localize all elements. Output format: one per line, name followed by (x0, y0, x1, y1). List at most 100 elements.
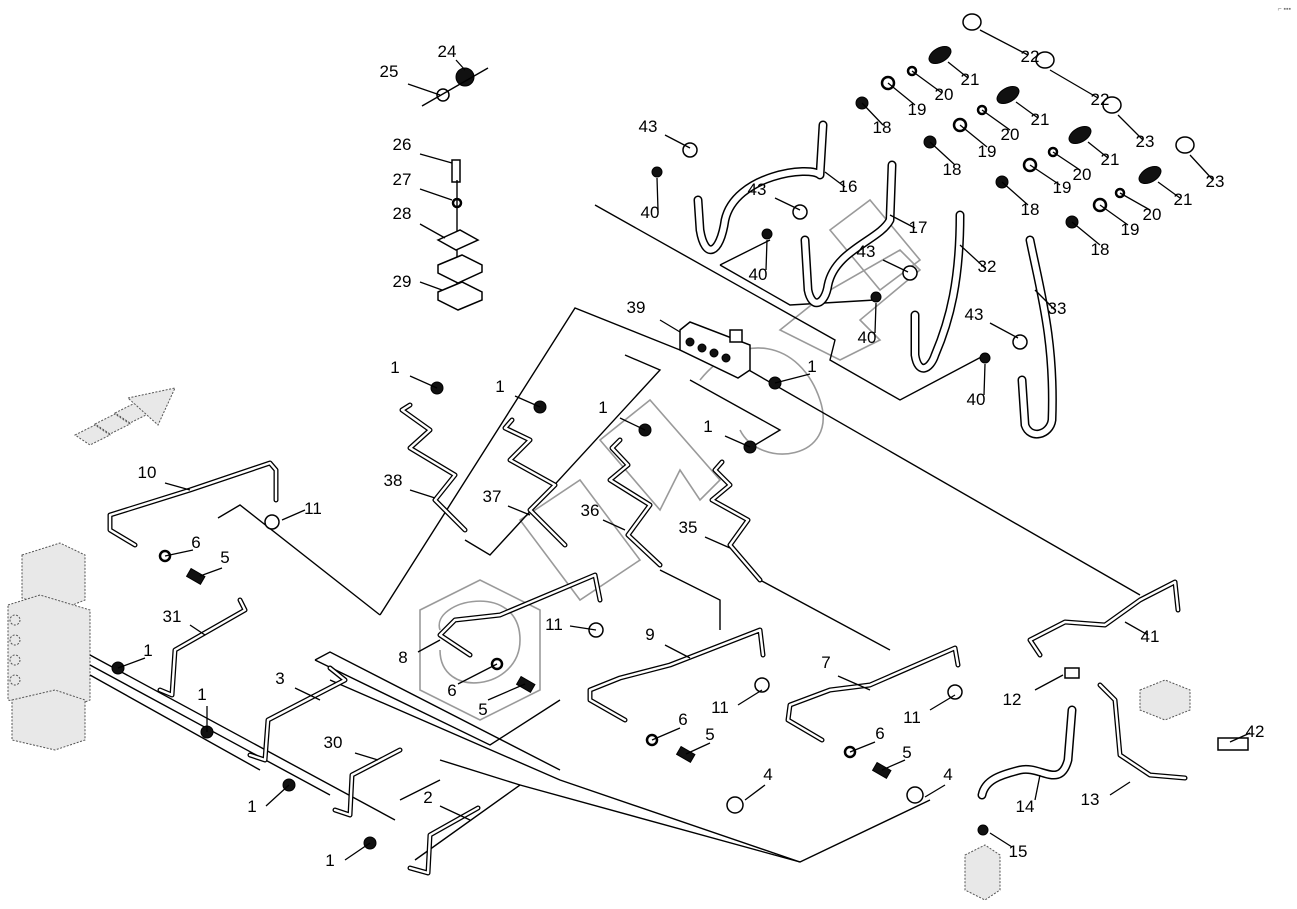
manifold-block-39 (679, 321, 751, 379)
callout-9: 9 (645, 625, 654, 644)
callout-11: 11 (711, 698, 729, 717)
leader-line (199, 567, 223, 577)
leader-line (989, 322, 1019, 339)
callout-8: 8 (398, 648, 407, 667)
callout-18: 18 (1091, 240, 1110, 259)
callout-23: 23 (1136, 132, 1155, 151)
callout-1: 1 (495, 377, 504, 396)
leader-line (1124, 621, 1149, 636)
leader-line (983, 363, 986, 396)
callout-5: 5 (220, 548, 229, 567)
leader-line (407, 83, 441, 96)
pipe-37 (502, 417, 568, 548)
leader-line (1189, 154, 1214, 181)
leader-line (685, 742, 711, 755)
callout-1: 1 (197, 685, 206, 704)
hose-33 (1017, 235, 1057, 439)
callout-25: 25 (380, 62, 399, 81)
corner-mark: ⌐ ▪▪▪ (1277, 6, 1291, 13)
leader-line (439, 805, 471, 821)
callout-1: 1 (807, 357, 816, 376)
callout-20: 20 (1001, 125, 1020, 144)
leader-line (265, 784, 290, 807)
leader-line (911, 70, 943, 94)
leader-line (409, 375, 438, 389)
callout-43: 43 (748, 180, 767, 199)
leader-line (924, 784, 946, 798)
leader-line (117, 657, 146, 669)
callout-23: 23 (1206, 172, 1225, 191)
leader-line (419, 223, 446, 239)
pipe-36 (607, 437, 663, 568)
callout-39: 39 (627, 298, 646, 317)
pipe-35 (709, 459, 763, 583)
callout-19: 19 (978, 142, 997, 161)
leader-line (569, 625, 597, 631)
leader-line (409, 489, 436, 499)
leader-line (507, 505, 531, 516)
leader-line (774, 197, 801, 211)
callout-6: 6 (447, 681, 456, 700)
leader-line (1109, 781, 1131, 796)
leader-line (1034, 674, 1064, 691)
leader-line (874, 302, 877, 334)
callout-6: 6 (191, 533, 200, 552)
leader-line (1034, 289, 1056, 311)
callout-29: 29 (393, 272, 412, 291)
callout-1: 1 (325, 851, 334, 870)
routing-lines (89, 204, 1141, 863)
callout-1: 1 (390, 358, 399, 377)
hose-14 (977, 705, 1077, 800)
pipe-7 (785, 645, 961, 743)
callout-33: 33 (1048, 299, 1067, 318)
callout-2: 2 (423, 788, 432, 807)
callout-19: 19 (1053, 178, 1072, 197)
callout-21: 21 (1174, 190, 1193, 209)
hose-32 (910, 210, 965, 373)
leader-line (744, 784, 766, 801)
leader-line (1087, 141, 1109, 159)
pipe-3 (247, 665, 348, 763)
leader-line (882, 259, 909, 273)
leader-line (419, 281, 443, 291)
callout-28: 28 (393, 204, 412, 223)
leader-line (354, 752, 379, 761)
leader-line (164, 482, 191, 491)
callout-12: 12 (1003, 690, 1022, 709)
callout-1: 1 (598, 398, 607, 417)
leader-line (664, 134, 691, 149)
leader-line (704, 536, 731, 549)
pipe-9 (587, 627, 766, 723)
callout-4: 4 (763, 765, 772, 784)
callout-16: 16 (839, 177, 858, 196)
leader-line (281, 509, 306, 521)
callout-13: 13 (1081, 790, 1100, 809)
leader-line (929, 141, 956, 166)
leader-line (989, 832, 1013, 848)
leader-line (861, 102, 884, 126)
leader-line (724, 435, 751, 448)
callout-21: 21 (1031, 110, 1050, 129)
callout-31: 31 (163, 607, 182, 626)
pipe-2 (407, 805, 481, 876)
callout-38: 38 (384, 471, 403, 490)
callout-5: 5 (705, 725, 714, 744)
leader-line (1117, 114, 1144, 141)
hose-16 (693, 120, 828, 255)
leader-line (1071, 221, 1101, 246)
callout-3: 3 (275, 669, 284, 688)
leader-line (294, 687, 321, 701)
leader-line (1001, 181, 1029, 206)
leader-line (929, 694, 956, 711)
leader-line (887, 82, 916, 106)
leader-line (602, 519, 626, 531)
callout-6: 6 (875, 724, 884, 743)
callout-30: 30 (324, 733, 343, 752)
callout-43: 43 (639, 117, 658, 136)
callout-10: 10 (138, 463, 157, 482)
callout-32: 32 (978, 257, 997, 276)
callout-19: 19 (1121, 220, 1140, 239)
callout-11: 11 (545, 615, 563, 634)
